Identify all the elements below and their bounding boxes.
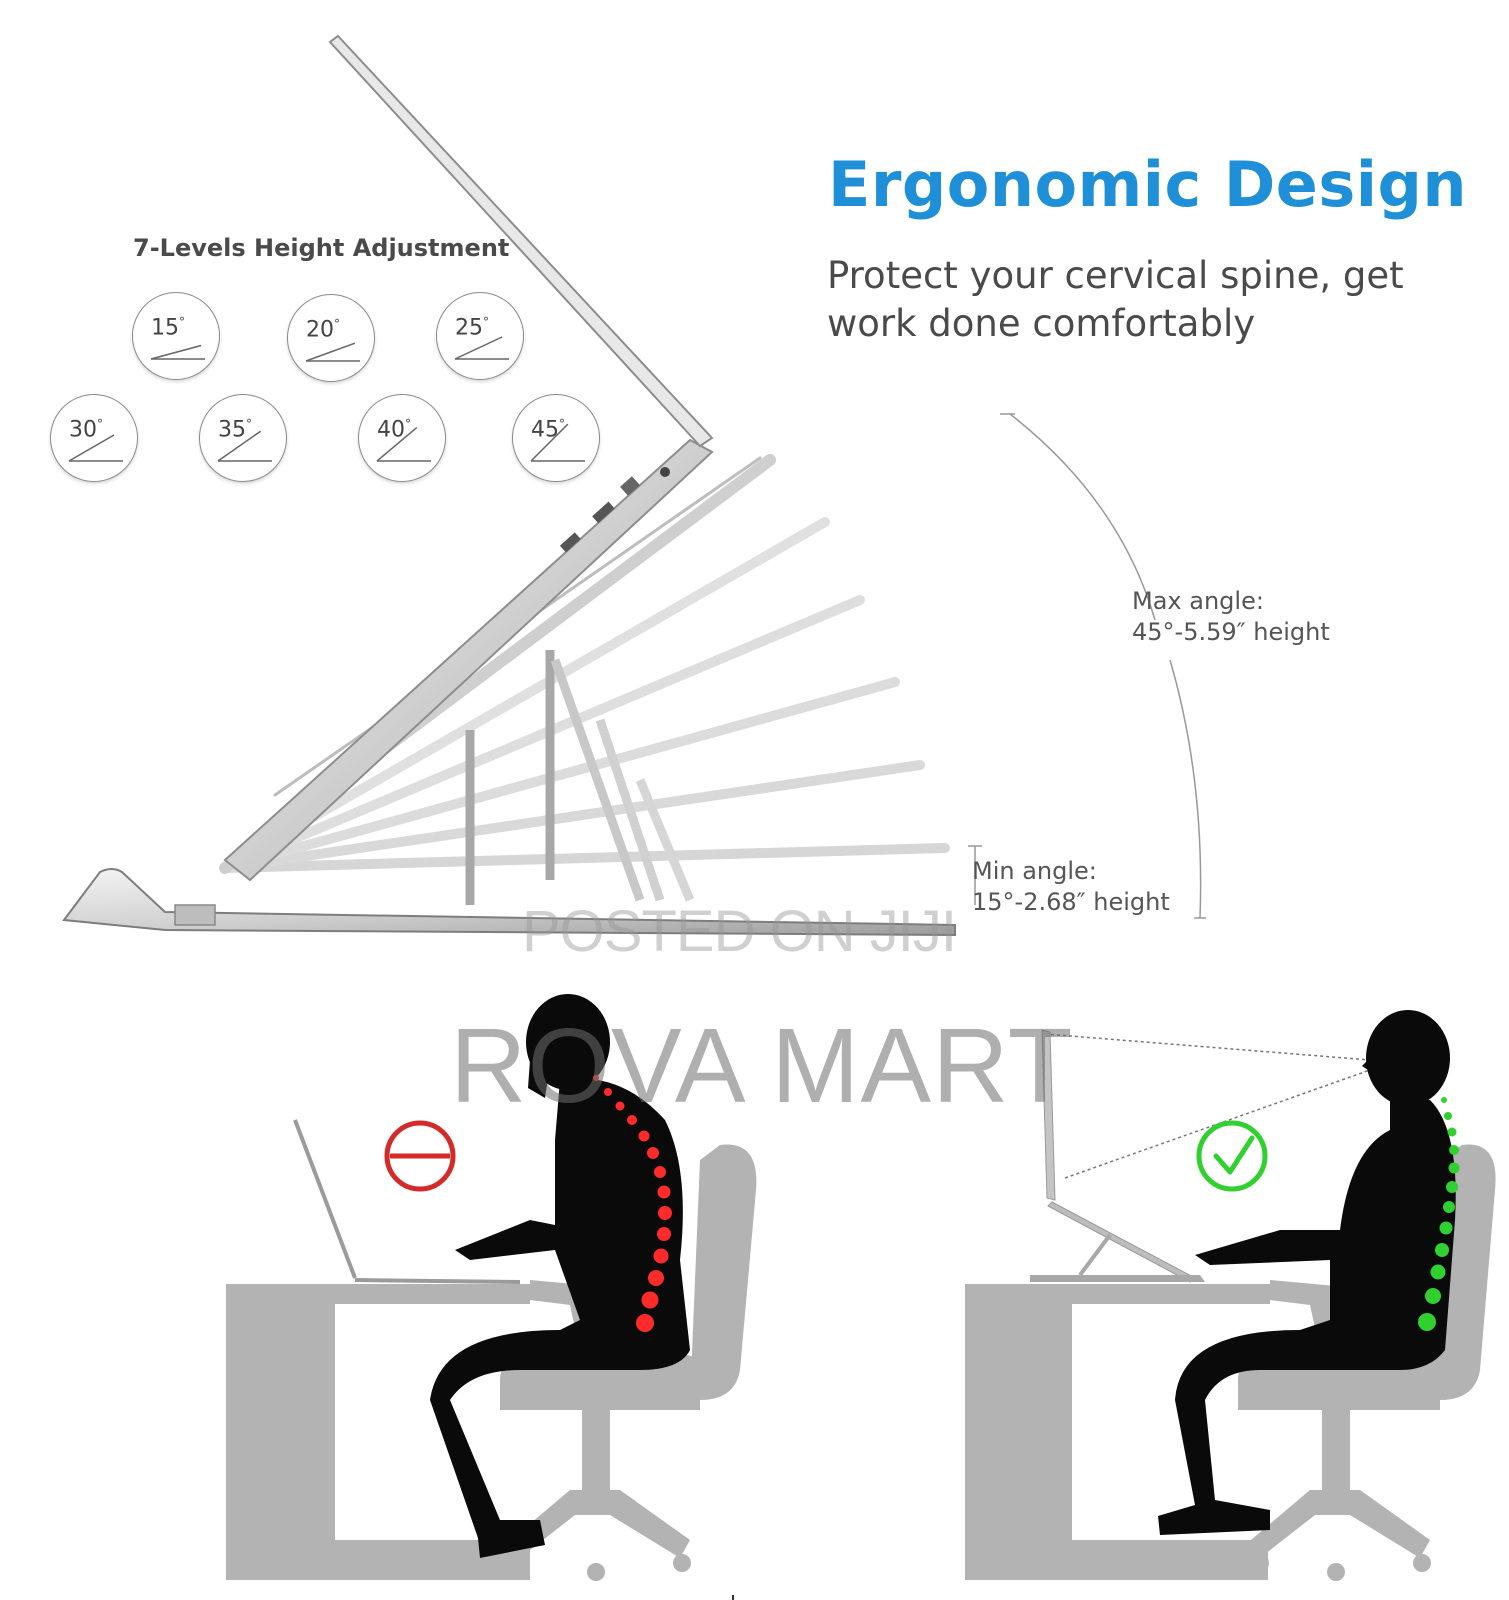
- right-posture-scene: [965, 1010, 1496, 1581]
- angle-icon: [217, 430, 272, 462]
- page-title: Ergonomic Design: [828, 148, 1468, 221]
- angle-label: 30°: [69, 417, 103, 443]
- angle-option-15: 15°: [132, 292, 220, 380]
- stand-support-legs: [465, 650, 695, 905]
- angle-icon: [376, 427, 431, 462]
- angle-option-35: 35°: [199, 394, 287, 482]
- person-upright: [1158, 1010, 1456, 1535]
- angle-option-20: 20°: [287, 294, 375, 382]
- angle-label: 45°: [531, 417, 565, 443]
- laptop-flat: [293, 1119, 521, 1284]
- brand-watermark: ROVA MART: [450, 1007, 1074, 1125]
- checkmark-icon: [1196, 1120, 1268, 1192]
- person-hunched: [430, 994, 690, 1558]
- angle-icon: [305, 342, 360, 362]
- angle-icon: [68, 434, 123, 462]
- max-angle-label: Max angle:: [1132, 587, 1264, 615]
- max-angle-value: 45°-5.59″ height: [1132, 618, 1330, 646]
- posture-comparison: [226, 994, 1496, 1600]
- wrong-posture-scene: [226, 994, 757, 1581]
- prohibited-icon: [384, 1120, 456, 1192]
- angle-arc: [968, 413, 1206, 919]
- levels-title: 7-Levels Height Adjustment: [133, 234, 510, 262]
- sight-lines: [1044, 1033, 1371, 1179]
- angle-option-40: 40°: [358, 394, 446, 482]
- stand-base: [62, 868, 956, 937]
- page-subtitle: Protect your cervical spine, get work do…: [827, 254, 1404, 345]
- spine-dots-green: [1418, 1097, 1460, 1331]
- posted-watermark: POSTED ON JIJI: [522, 899, 957, 964]
- stand-tray-positions: [219, 454, 950, 874]
- angle-option-45: 45°: [512, 394, 600, 482]
- angle-icon: [454, 336, 509, 360]
- spine-dots-red: [593, 1075, 672, 1332]
- angle-icon: [530, 423, 585, 462]
- laptop-on-stand: [1030, 1029, 1205, 1283]
- angle-option-25: 25°: [436, 292, 524, 380]
- max-angle-note: Max angle: 45°-5.59″ height: [1132, 586, 1330, 648]
- laptop-stand-illustration: [62, 34, 1206, 937]
- angle-option-30: 30°: [50, 394, 138, 482]
- angle-label: 35°: [218, 417, 252, 443]
- min-angle-value: 15°-2.68″ height: [972, 888, 1170, 916]
- angle-label: 25°: [455, 315, 489, 341]
- angle-label: 15°: [151, 315, 185, 341]
- min-angle-label: Min angle:: [972, 857, 1097, 885]
- angle-icon: [150, 344, 205, 360]
- angle-label: 40°: [377, 417, 411, 443]
- desk-right: [965, 1284, 1270, 1580]
- angle-label: 20°: [306, 317, 340, 343]
- laptop: [223, 34, 714, 882]
- min-angle-note: Min angle: 15°-2.68″ height: [972, 856, 1170, 918]
